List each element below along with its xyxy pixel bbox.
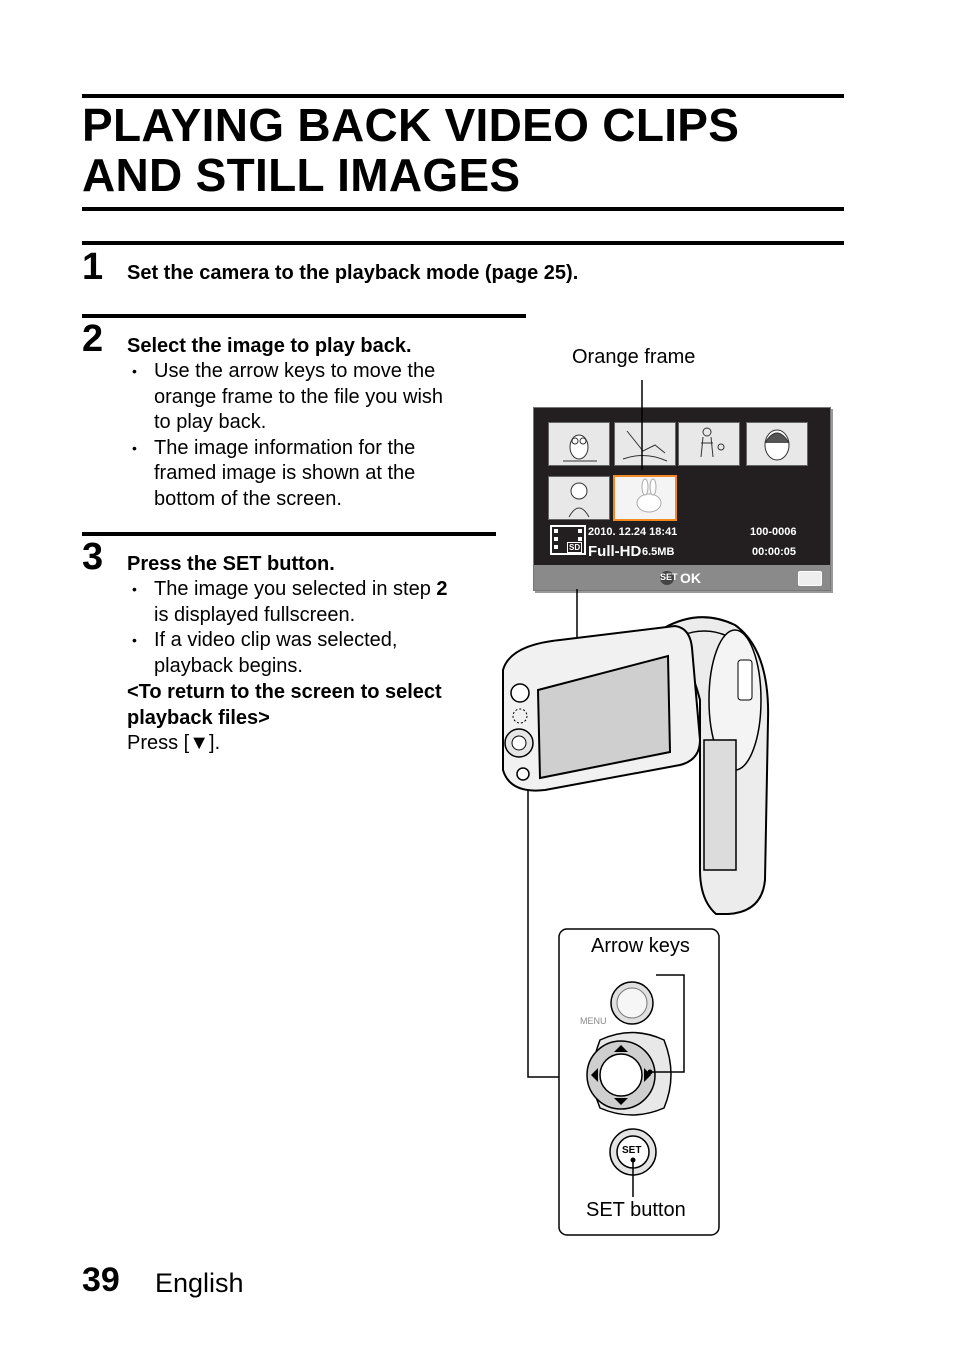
step3-number: 3: [82, 536, 104, 578]
thumbnail-portrait: [746, 422, 808, 466]
screen-datetime: 2010. 12.24 18:41: [588, 526, 678, 538]
down-arrow-icon: [614, 1098, 628, 1105]
left-arrow-icon: [591, 1068, 598, 1082]
step1-heading: Set the camera to the playback mode (pag…: [127, 262, 579, 284]
step2-bullet-2: The image information for the framed ima…: [128, 436, 458, 513]
set-button-callout: SET button: [586, 1199, 686, 1221]
page-number: 39: [82, 1261, 120, 1299]
thumbnail-owl: [548, 422, 610, 466]
screen-ok-label: OK: [680, 570, 701, 586]
screen-file-number: 100-0006: [750, 526, 797, 538]
thumbnail-girl: [548, 476, 610, 520]
title-top-rule: [82, 94, 844, 98]
step1-rule: [82, 241, 844, 245]
step3-rule: [82, 532, 496, 536]
owl-illustration: [563, 434, 597, 462]
menu-key-label: MENU: [580, 1016, 607, 1026]
screen-set-icon: [660, 571, 674, 585]
lcd-playback-screen: SD 2010. 12.24 18:41 100-0006 Full-HD 6.…: [533, 407, 831, 591]
return-heading: <To return to the screen to select playb…: [127, 681, 442, 729]
return-text: Press [▼].: [127, 732, 221, 754]
step2-bullet-1: Use the arrow keys to move the orange fr…: [128, 359, 458, 436]
screen-set-label: SET: [660, 572, 678, 582]
step2-bullets: Use the arrow keys to move the orange fr…: [128, 359, 458, 512]
thumbnail-rabbit-selected[interactable]: [613, 475, 677, 521]
step3-bullets: The image you selected in step 2 is disp…: [128, 577, 458, 679]
step2-number: 2: [82, 318, 104, 360]
right-arrow-icon: [644, 1068, 651, 1082]
thumbnail-people: [678, 422, 740, 466]
screen-duration: 00:00:05: [752, 546, 797, 558]
girl-illustration: [568, 482, 590, 518]
step2-heading: Select the image to play back.: [127, 335, 412, 357]
title-bottom-rule: [82, 207, 844, 211]
up-arrow-icon: [614, 1045, 628, 1052]
step1-number: 1: [82, 246, 104, 288]
step2-rule: [82, 314, 526, 318]
step3-bullet-2: If a video clip was selected, playback b…: [128, 628, 458, 679]
bird-illustration: [622, 430, 668, 462]
battery-icon: [798, 571, 822, 586]
page-language: English: [155, 1268, 244, 1298]
portrait-illustration: [764, 429, 790, 461]
arrow-keys-callout: Arrow keys: [591, 935, 690, 957]
sd-card-badge: SD: [567, 542, 583, 553]
screen-file-size: 6.5MB: [642, 546, 675, 558]
thumbnail-bird: [614, 422, 676, 466]
step-reference: 2: [436, 578, 448, 600]
set-key-label: SET: [622, 1145, 642, 1156]
orange-frame-callout: Orange frame: [572, 346, 696, 368]
step3-bullet-1: The image you selected in step 2 is disp…: [128, 577, 458, 628]
rabbit-illustration: [636, 478, 662, 513]
people-illustration: [700, 427, 725, 458]
screen-resolution: Full-HD: [588, 543, 642, 560]
page-title: PLAYING BACK VIDEO CLIPS AND STILL IMAGE…: [82, 99, 740, 201]
screen-bottom-bar: SET OK: [534, 565, 830, 590]
step3-heading: Press the SET button.: [127, 553, 335, 575]
